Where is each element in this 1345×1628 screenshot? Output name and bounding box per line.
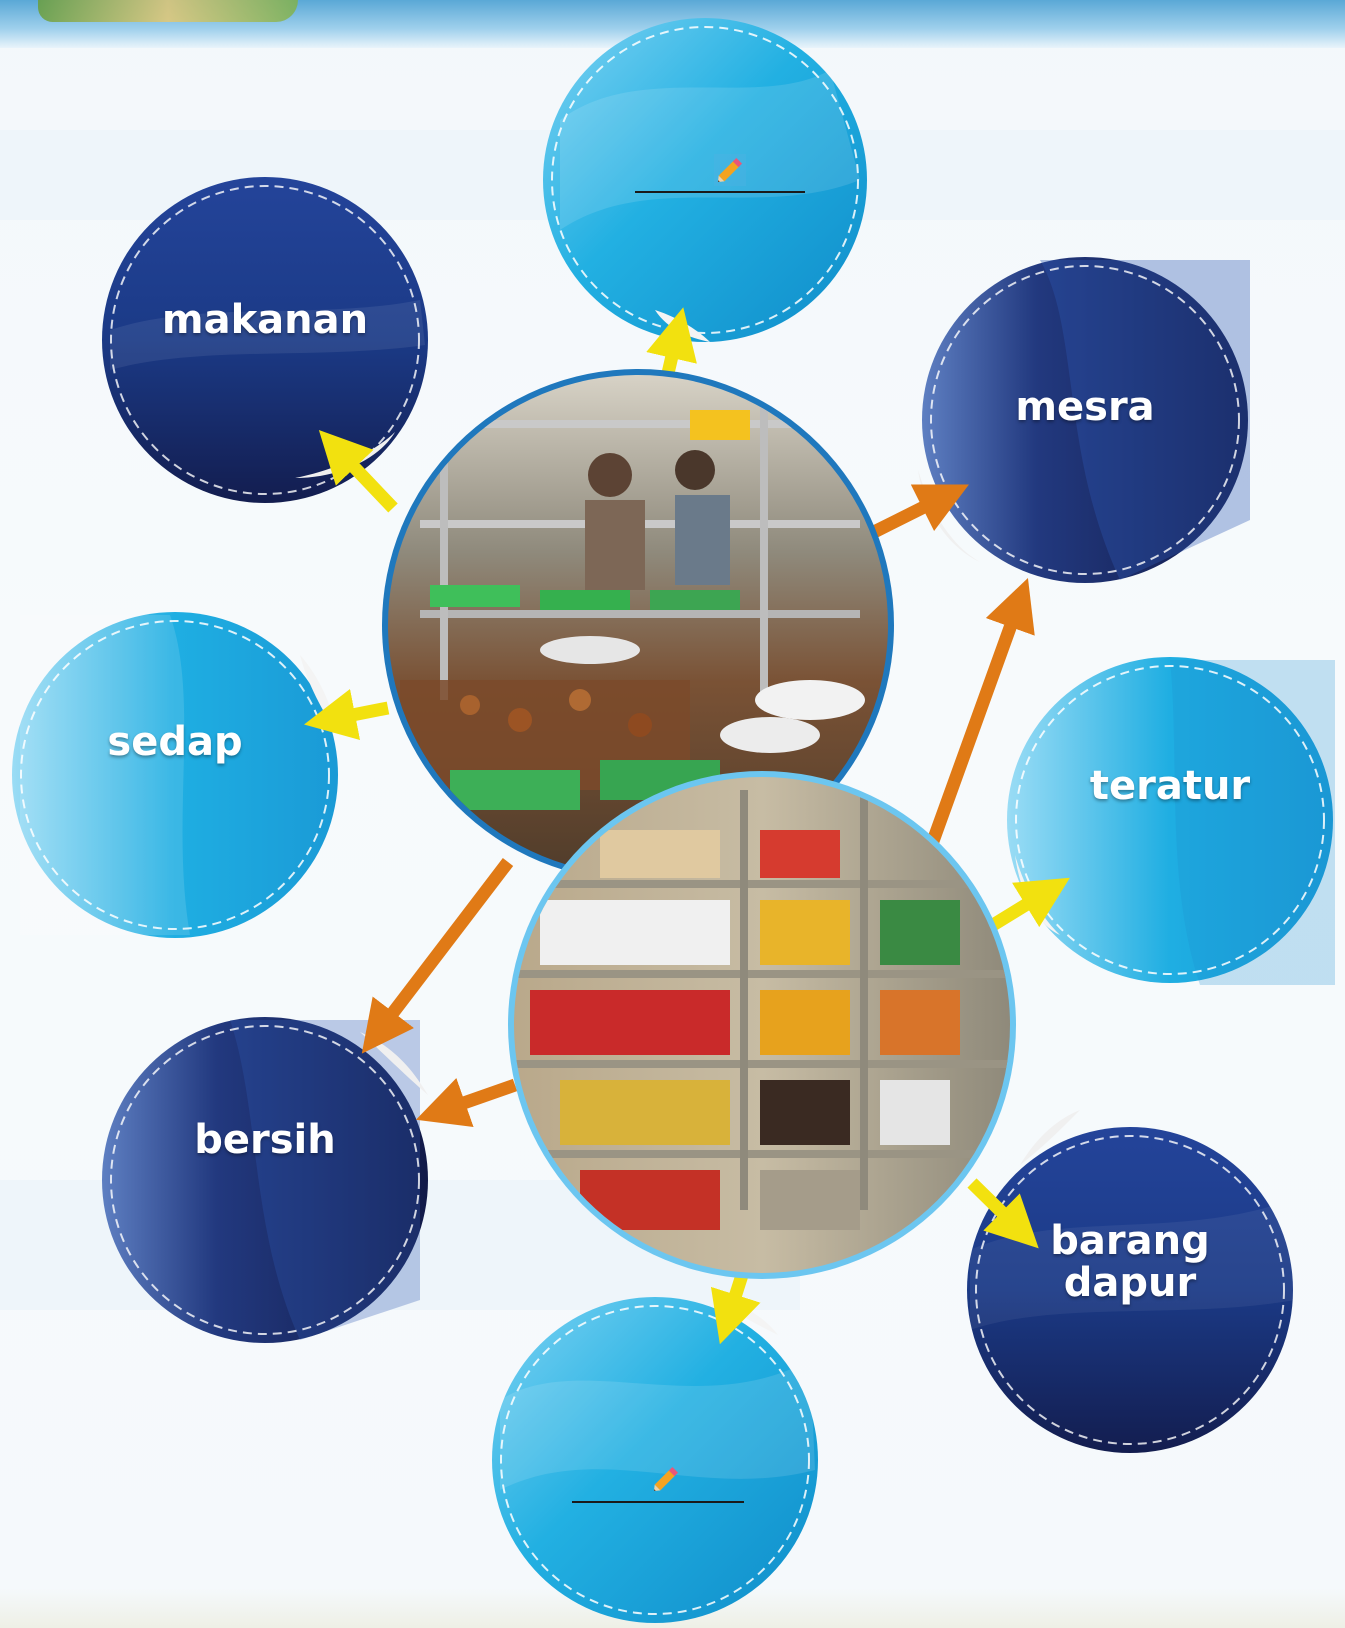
arrow-shop-to-bersih [415,1078,518,1128]
pencil-icon [648,1461,684,1497]
arrow-to-makanan [318,430,398,513]
bubble-label-bersih: bersih [194,1117,336,1163]
bubble-label-makanan: makanan [161,297,369,343]
bubble-mesra [918,257,1250,583]
arrows [304,307,1070,1345]
bubble-sedap [12,612,338,938]
bubble-label-barang-dapur: barang dapur [1050,1218,1210,1306]
header-illustration [38,0,298,22]
bubble-top-blank [543,18,867,342]
arrow-to-barang-dapur [967,1178,1039,1249]
bubble-makanan [102,177,428,503]
answer-blank-bottom[interactable] [572,1501,744,1503]
arrow-to-mesra [865,484,969,541]
arrow-to-teratur [989,877,1070,931]
arrow-to-bottom-blank [710,1270,761,1345]
grocery-shop-photo [508,771,1016,1279]
arrow-food-to-bersih [361,858,514,1054]
arrow-shop-to-mesra [921,577,1035,858]
bubble-barang-dapur [967,1110,1295,1453]
bubble-teratur [1007,657,1335,985]
bubble-bottom-blank [492,1297,818,1623]
arrow-to-sedap [304,688,390,740]
answer-blank-top[interactable] [635,191,805,193]
bubble-label-sedap: sedap [107,719,243,765]
pencil-icon [712,152,748,188]
bubble-label-mesra: mesra [1015,384,1155,430]
bubble-bersih [102,1017,428,1343]
bubble-label-teratur: teratur [1089,763,1251,809]
